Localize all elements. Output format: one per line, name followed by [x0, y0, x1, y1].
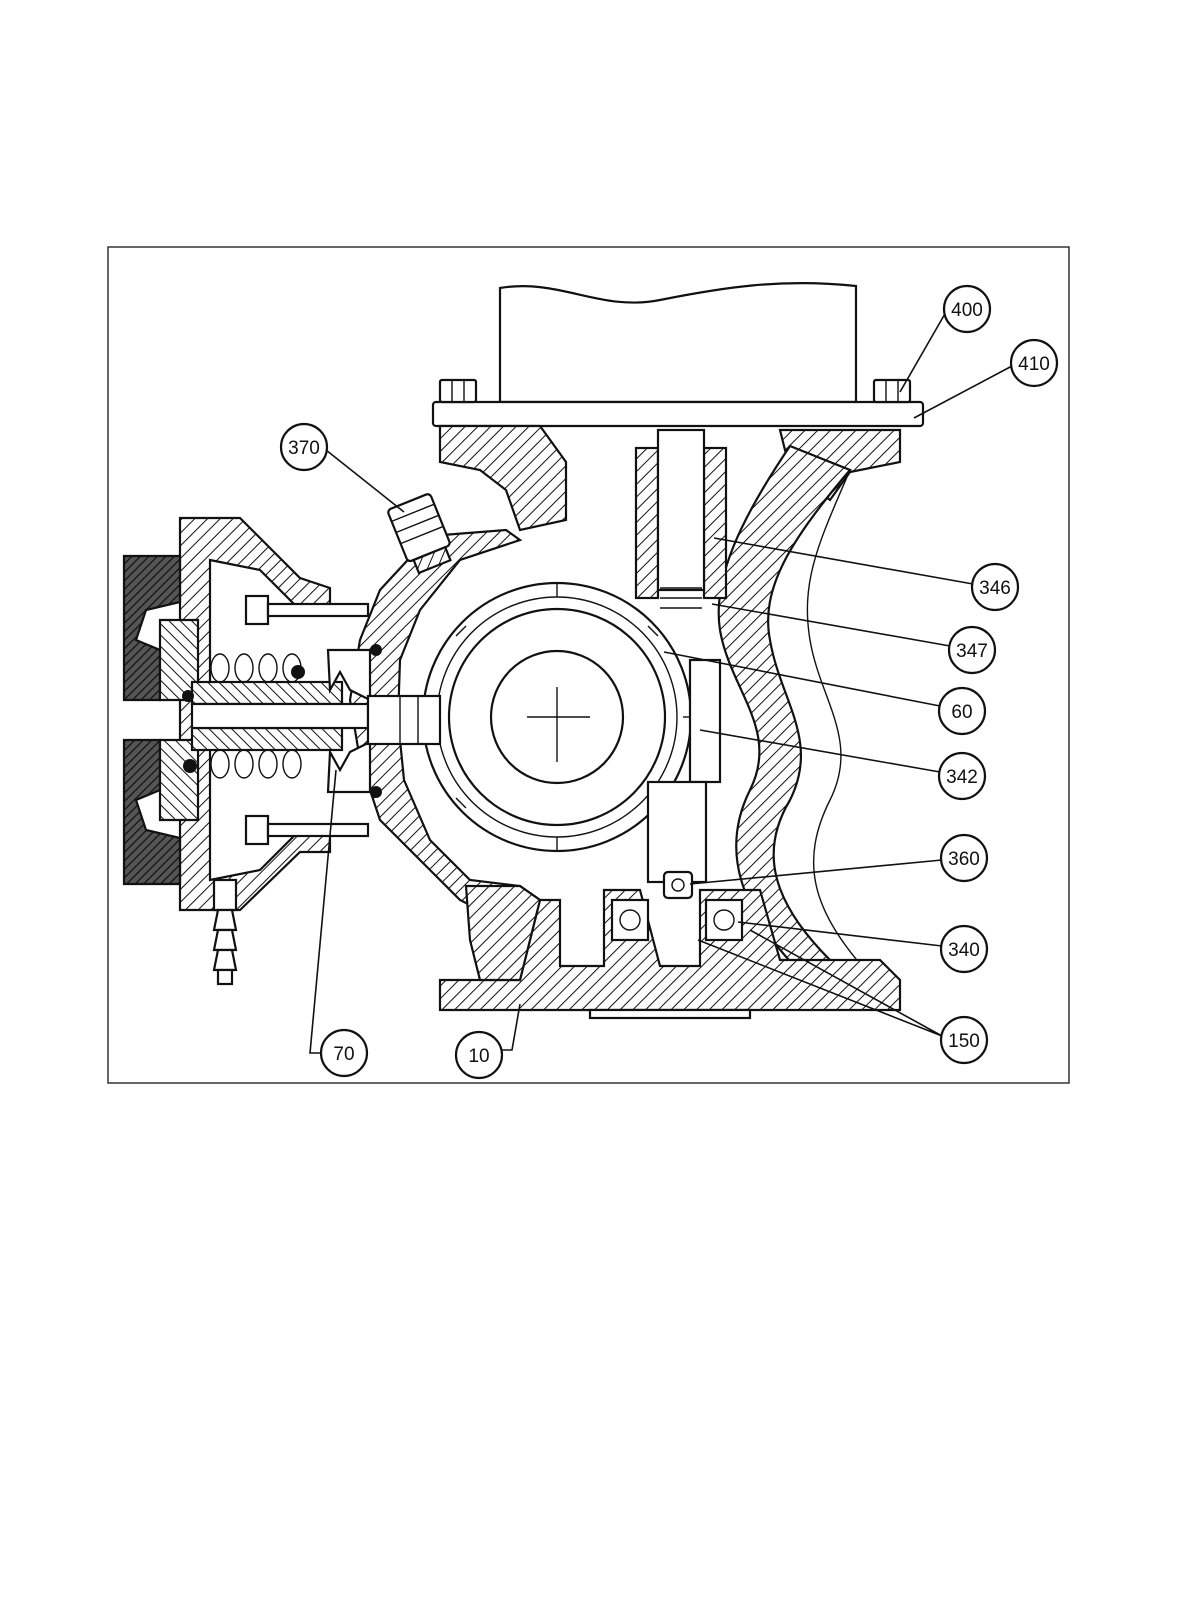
hose-barb [214, 880, 236, 984]
nozzle [368, 696, 440, 744]
o-ring-1 [291, 665, 305, 679]
callout-label: 10 [468, 1046, 489, 1067]
callout-label: 370 [288, 438, 320, 459]
top-flange-left [440, 426, 566, 530]
piston-rod-lower [192, 728, 342, 750]
shaft-sleeve-right [704, 448, 726, 598]
leader-line-360 [690, 860, 942, 884]
callout-label: 360 [948, 849, 980, 870]
callout-70: 70 [310, 770, 367, 1076]
leader-line-70 [310, 770, 336, 1053]
shaft-upper [658, 430, 704, 590]
leader-line-370 [326, 450, 404, 512]
spring-lower [211, 750, 301, 778]
o-ring-4 [183, 759, 197, 773]
callout-342: 342 [700, 730, 985, 799]
bolt-left [440, 380, 476, 402]
callout-label: 340 [948, 940, 980, 961]
grease-nipple [664, 872, 692, 898]
mounting-plate [433, 402, 923, 426]
callout-label: 342 [946, 767, 978, 788]
flange-block-lower [160, 740, 198, 820]
callout-360: 360 [690, 835, 987, 884]
leader-line-342 [700, 730, 940, 772]
guide-plate [690, 660, 720, 782]
leader-line-410 [914, 366, 1012, 418]
callout-370: 370 [281, 424, 404, 512]
shaft-lower [648, 782, 706, 882]
spring-upper [211, 654, 301, 682]
o-ring-3 [370, 786, 382, 798]
callout-410: 410 [914, 340, 1057, 418]
o-ring-5 [182, 690, 194, 702]
shaft-sleeve-left [636, 448, 658, 598]
vent-plug [387, 493, 456, 575]
piston-rod [192, 682, 342, 704]
callout-label: 70 [333, 1044, 354, 1065]
leader-line-400 [900, 312, 946, 392]
o-ring-2 [370, 644, 382, 656]
bearing-left [612, 900, 648, 940]
bearing-right [706, 900, 742, 940]
valve-stem [192, 704, 368, 728]
callout-label: 150 [948, 1031, 980, 1052]
base-bottom-step [590, 1010, 750, 1018]
callout-10: 10 [456, 1004, 520, 1078]
callout-400: 400 [900, 286, 990, 392]
casing-outer-curve [807, 470, 870, 975]
callout-label: 346 [979, 578, 1011, 599]
callout-label: 60 [951, 702, 972, 723]
motor-housing [500, 283, 856, 402]
callout-label: 347 [956, 641, 988, 662]
callout-label: 400 [951, 300, 983, 321]
callout-label: 410 [1018, 354, 1050, 375]
